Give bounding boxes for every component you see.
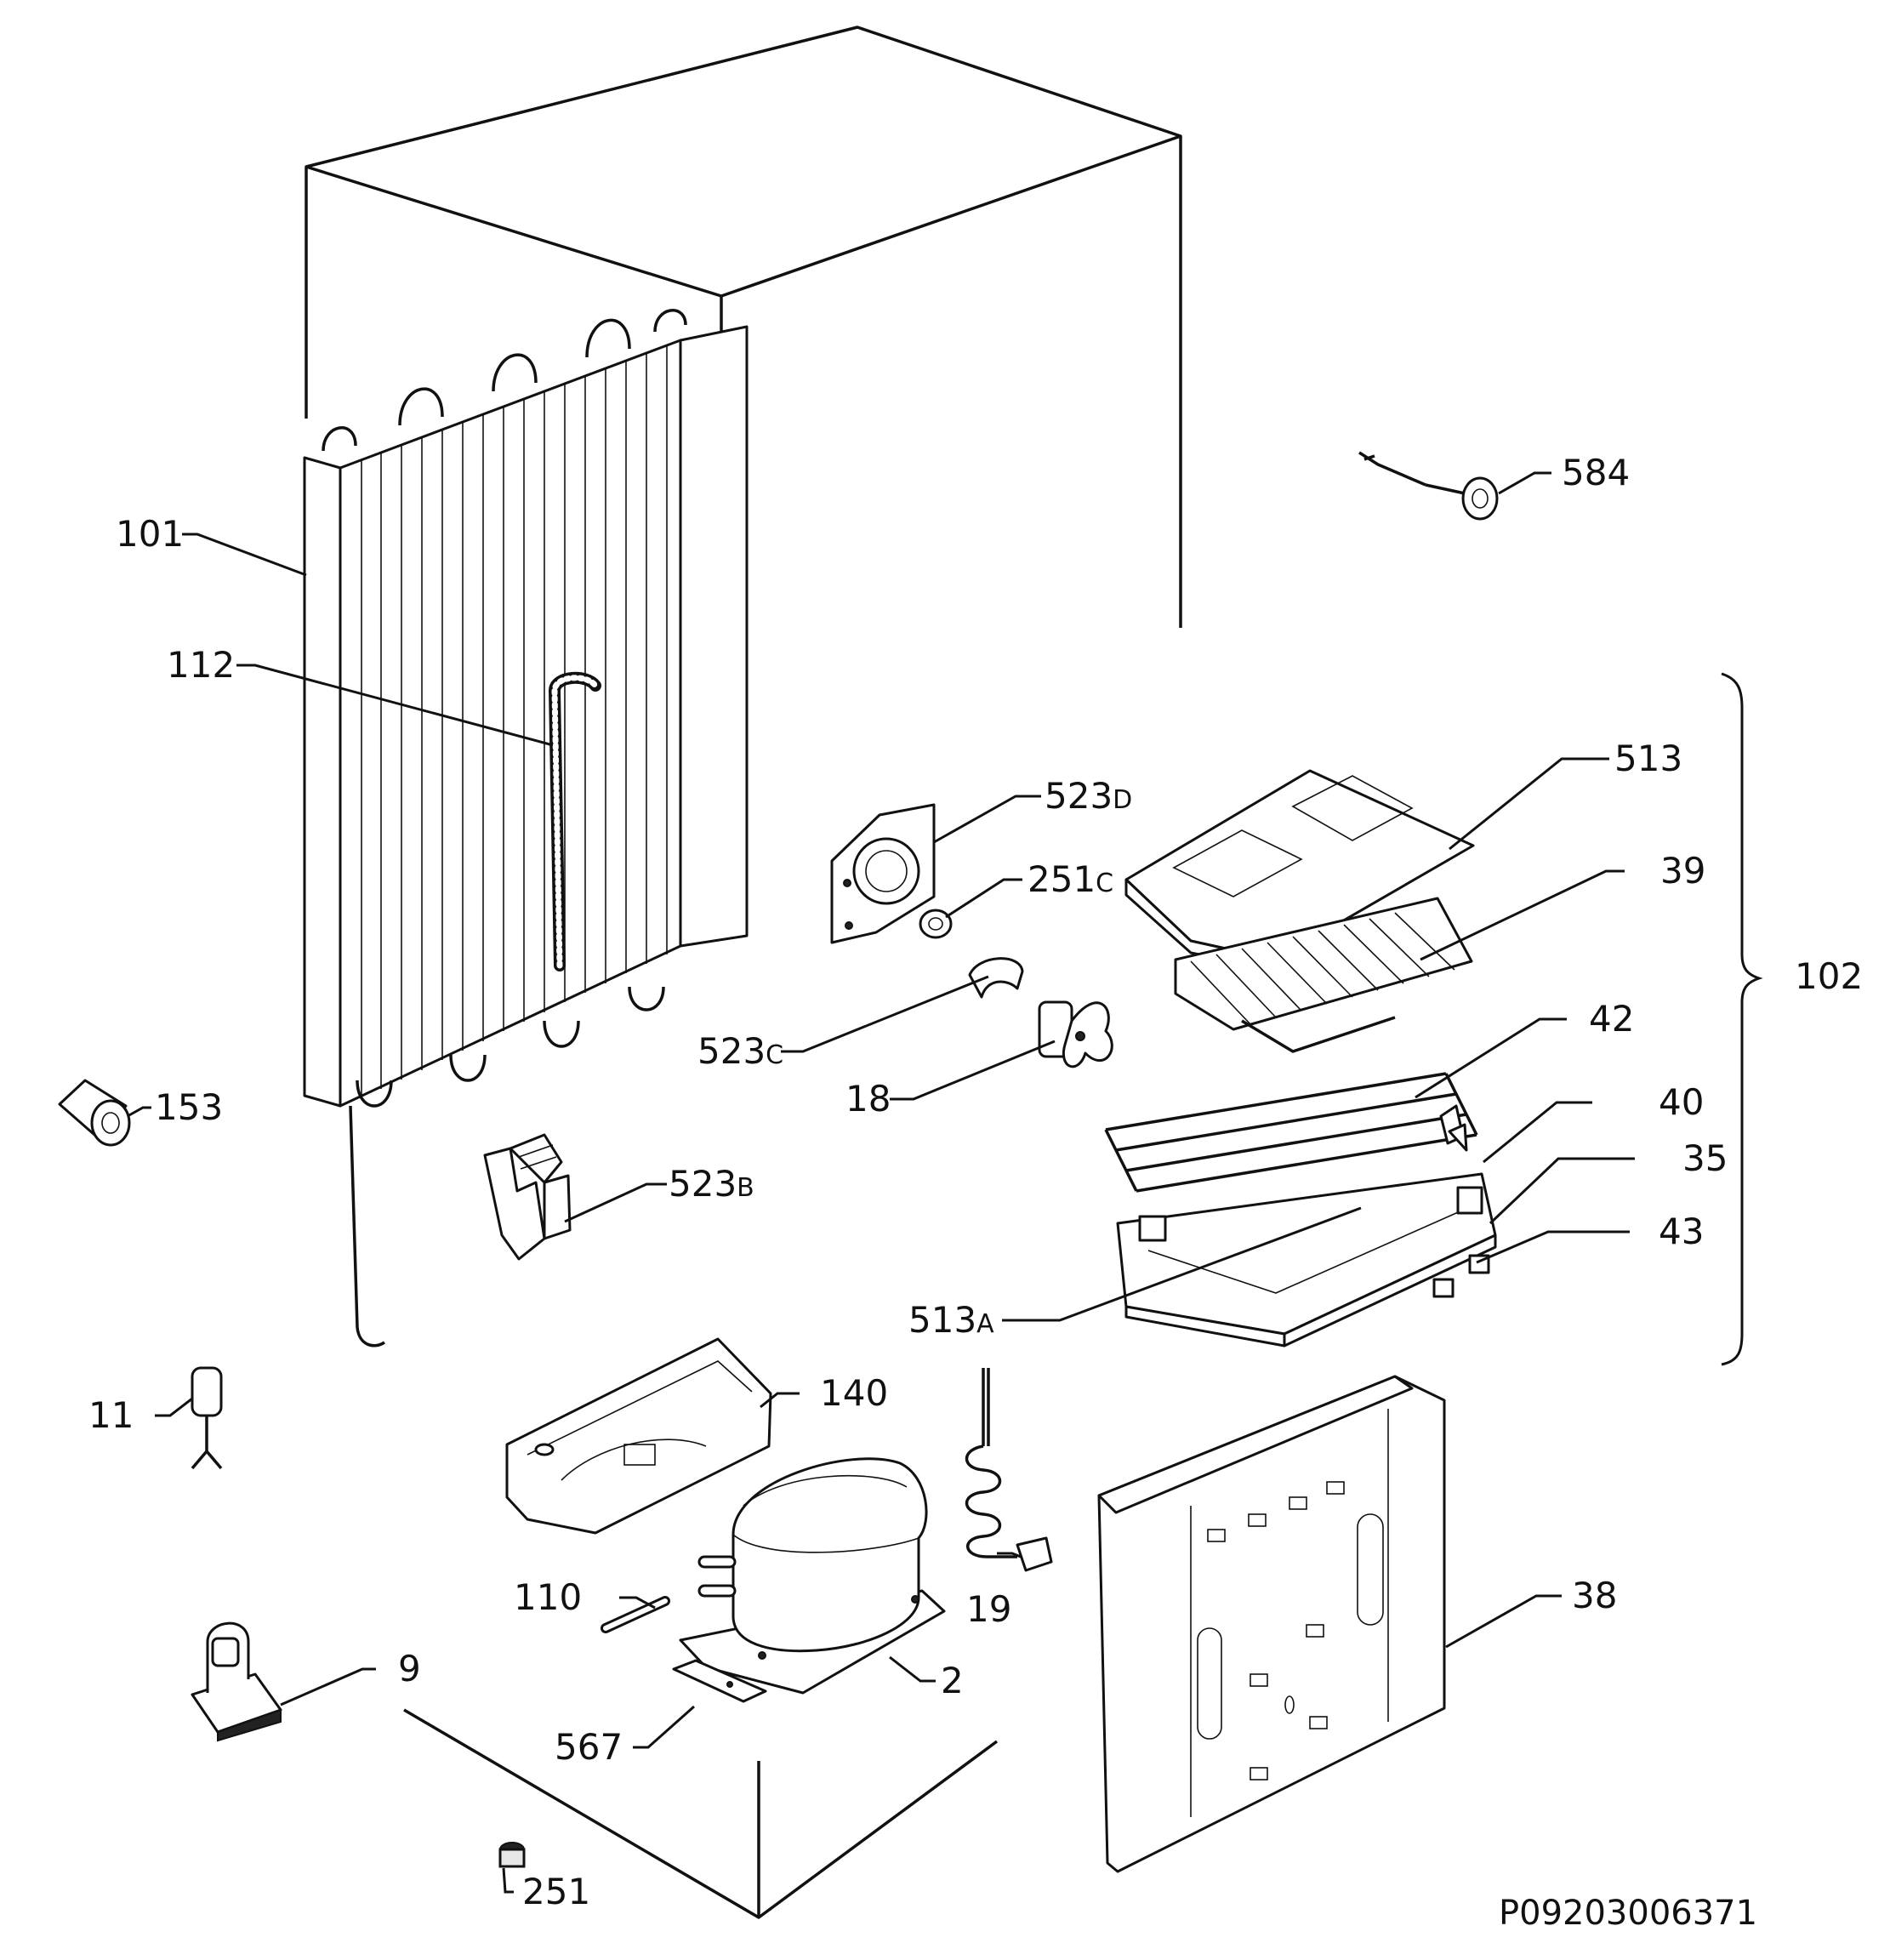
part-11 [191,1366,223,1470]
part-153 [58,1079,131,1147]
part-584 [1358,451,1499,521]
part-39 [1174,897,1473,1053]
label-513a-suffix: A [976,1309,994,1339]
label-523d: 523D [1045,775,1132,817]
part-2 [679,1457,946,1695]
label-35: 35 [1682,1137,1728,1179]
label-19: 19 [966,1588,1011,1630]
label-523c: 523C [697,1030,783,1072]
label-18: 18 [845,1078,891,1120]
label-110: 110 [514,1576,582,1618]
part-140 [505,1337,772,1535]
label-251c: 251C [1028,858,1113,900]
part-523c [968,957,1024,999]
label-102: 102 [1795,955,1863,997]
label-523b-number: 523 [669,1163,737,1205]
part-40 [1116,1172,1497,1348]
condenser [303,309,749,1348]
label-567: 567 [555,1726,623,1768]
label-112: 112 [167,644,235,686]
label-140: 140 [820,1372,888,1414]
label-40: 40 [1659,1081,1704,1123]
part-567 [672,1659,767,1703]
part-523d [830,803,936,944]
label-39: 39 [1660,850,1705,892]
cabinet-outline [305,26,1182,1919]
group-102-brace [1721,672,1763,1366]
label-9: 9 [398,1648,421,1689]
part-523b [483,1133,572,1261]
leader-lines [127,471,1635,1894]
drain-pipe [548,671,601,971]
label-153: 153 [155,1086,223,1128]
label-523d-suffix: D [1113,785,1132,815]
diagram-code: P09203006371 [1499,1894,1757,1933]
label-513a-number: 513 [908,1299,976,1341]
label-513a: 513A [908,1299,994,1341]
label-523b: 523B [669,1163,754,1205]
part-251 [498,1842,526,1868]
label-523b-suffix: B [737,1173,754,1203]
label-523d-number: 523 [1045,775,1113,817]
part-43 [1432,1254,1490,1298]
part-9 [191,1621,282,1742]
label-43: 43 [1659,1211,1704,1252]
part-42 [1104,1072,1478,1193]
label-251c-suffix: C [1096,869,1113,898]
label-584: 584 [1562,452,1630,493]
label-38: 38 [1572,1575,1617,1616]
label-101: 101 [116,513,184,555]
label-523c-number: 523 [697,1030,766,1072]
part-38 [1097,1375,1446,1873]
label-2: 2 [941,1660,964,1701]
label-42: 42 [1589,998,1634,1040]
part-19 [965,1368,1053,1572]
label-251: 251 [522,1871,590,1912]
part-251c [919,909,953,939]
label-11: 11 [88,1394,134,1436]
label-251c-number: 251 [1028,858,1096,900]
part-18 [1038,1000,1113,1068]
label-523c-suffix: C [766,1040,783,1070]
label-513: 513 [1614,738,1682,779]
